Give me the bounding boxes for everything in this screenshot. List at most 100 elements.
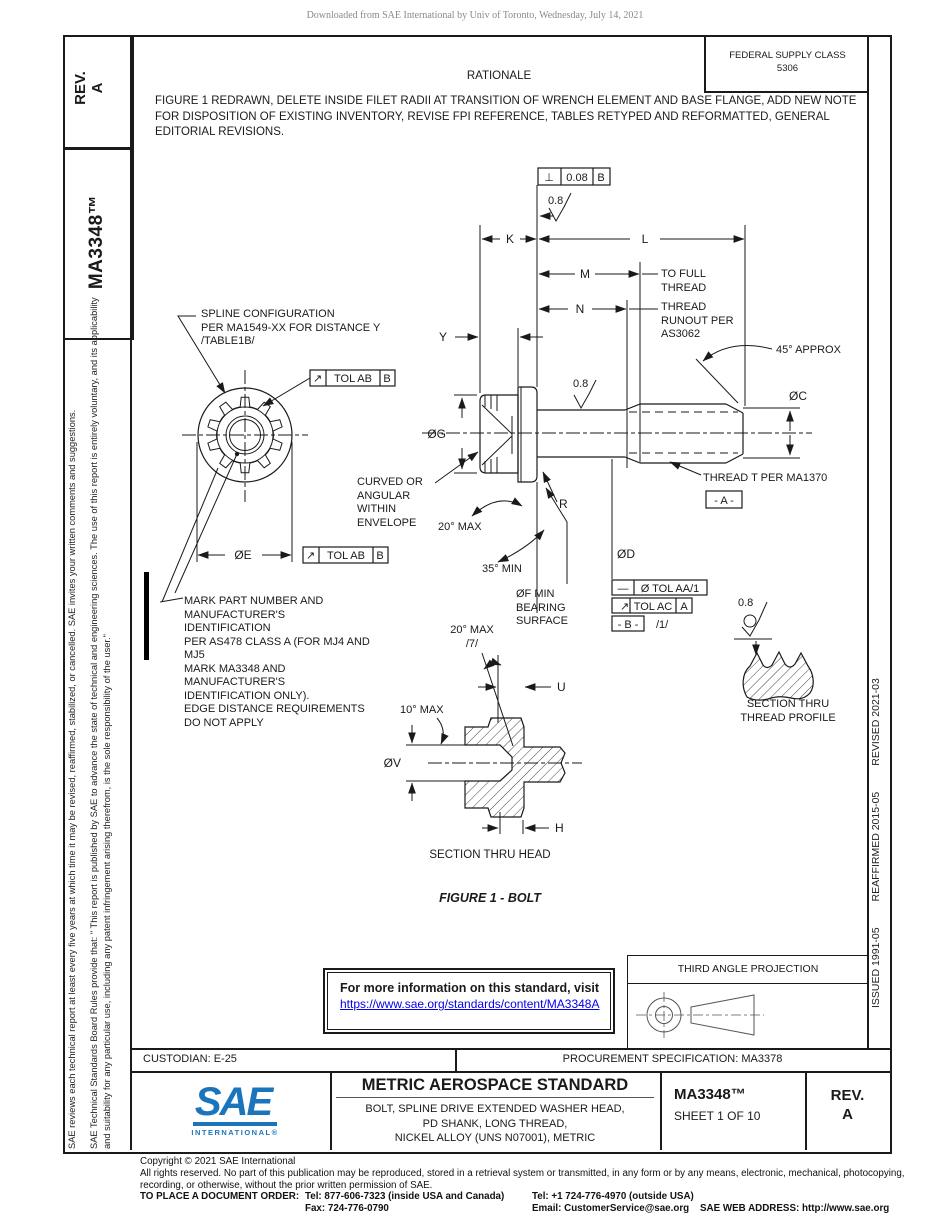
svg-text:20° MAX: 20° MAX bbox=[438, 521, 482, 533]
title-cell: METRIC AEROSPACE STANDARD BOLT, SPLINE D… bbox=[334, 1076, 656, 1146]
row-divider bbox=[130, 1048, 890, 1050]
revision-value: A bbox=[842, 1106, 853, 1123]
perpendicularity-frame: ⊥ 0.08 B bbox=[537, 167, 611, 186]
svg-text:ØE: ØE bbox=[234, 548, 251, 562]
titleblock-divider bbox=[805, 1073, 807, 1150]
custodian-cell: CUSTODIAN: E-25 bbox=[143, 1053, 237, 1065]
sae-logo-subtext: INTERNATIONAL® bbox=[191, 1128, 279, 1137]
fsc-value: 5306 bbox=[776, 63, 799, 74]
svg-text:↗: ↗ bbox=[620, 601, 629, 613]
standard-link[interactable]: https://www.sae.org/standards/content/MA… bbox=[340, 997, 600, 1011]
thread-profile-section: 0.8 bbox=[734, 597, 814, 701]
svg-text:/1/: /1/ bbox=[656, 619, 669, 631]
revision-cell: REV. A bbox=[806, 1086, 889, 1124]
svg-text:L: L bbox=[642, 232, 649, 246]
revision-history-strip: ISSUED 1991-05REAFFIRMED 2015-05REVISED … bbox=[870, 618, 882, 1008]
cell-divider bbox=[455, 1048, 457, 1073]
sae-logo-text: SAE bbox=[192, 1082, 278, 1126]
svg-text:—: — bbox=[618, 583, 629, 595]
titleblock-divider bbox=[660, 1073, 662, 1150]
document-number-cell: MA3348™ SHEET 1 OF 10 bbox=[674, 1086, 799, 1123]
fsc-label: FEDERAL SUPPLY CLASS bbox=[729, 50, 846, 61]
tel-outside: Tel: +1 724-776-4970 (outside USA) bbox=[532, 1191, 694, 1202]
technical-drawing: ↗ TOL AB B ØE ↗ TOL AB B ⊥ 0.08 B bbox=[159, 167, 842, 835]
svg-text:ØG: ØG bbox=[427, 427, 446, 441]
section-head-caption: SECTION THRU HEAD bbox=[429, 849, 551, 861]
document-title: BOLT, SPLINE DRIVE EXTENDED WASHER HEAD,… bbox=[365, 1103, 625, 1144]
third-angle-projection-icon bbox=[636, 992, 764, 1038]
svg-text:- A -: - A - bbox=[714, 495, 734, 507]
bolt-side-view: ⊥ 0.08 B 0.8 K L M N Y bbox=[422, 167, 842, 632]
sheet-number: SHEET 1 OF 10 bbox=[674, 1109, 761, 1123]
svg-text:10° MAX: 10° MAX bbox=[400, 704, 444, 716]
section-thread-caption: SECTION THRU THREAD PROFILE bbox=[740, 698, 836, 724]
tol-frame-straightness: — Ø TOL AA/1 bbox=[611, 579, 708, 596]
bearing-surface-note: ØF MIN BEARING SURFACE bbox=[516, 588, 568, 627]
datum-b-frame: - B - /1/ bbox=[611, 615, 669, 632]
sidebar-disclaimer-1: SAE Technical Standards Board Rules prov… bbox=[89, 297, 112, 1149]
tol-frame-ab-lower: ↗ TOL AB B bbox=[302, 546, 389, 564]
spline-end-view: ↗ TOL AB B ØE ↗ TOL AB B bbox=[159, 315, 396, 603]
titleblock-divider bbox=[330, 1073, 332, 1150]
svg-text:TOL AC: TOL AC bbox=[634, 601, 673, 613]
rev-label: REV. bbox=[72, 71, 89, 105]
svg-text:ØV: ØV bbox=[384, 756, 401, 770]
rationale-text: FIGURE 1 REDRAWN, DELETE INSIDE FILET RA… bbox=[155, 95, 857, 138]
row-divider bbox=[130, 1071, 890, 1073]
svg-text:R: R bbox=[559, 497, 568, 511]
order-label: TO PLACE A DOCUMENT ORDER: bbox=[140, 1191, 300, 1202]
svg-text:Ø TOL AA/1: Ø TOL AA/1 bbox=[641, 583, 700, 595]
svg-text:N: N bbox=[576, 302, 585, 316]
projection-title: THIRD ANGLE PROJECTION bbox=[628, 956, 868, 984]
figure-caption: FIGURE 1 - BOLT bbox=[439, 891, 541, 905]
svg-text:45° APPROX: 45° APPROX bbox=[776, 344, 842, 356]
svg-text:B: B bbox=[376, 550, 383, 562]
svg-text:TOL AB: TOL AB bbox=[327, 550, 365, 562]
rev-value: A bbox=[89, 82, 106, 94]
finish-value-2: 0.8 bbox=[573, 378, 588, 390]
doc-number-box bbox=[63, 148, 134, 340]
finish-value-3: 0.8 bbox=[738, 597, 753, 609]
svg-text:ØD: ØD bbox=[617, 547, 635, 561]
revision-label: REV. bbox=[830, 1087, 865, 1104]
svg-text:35° MIN: 35° MIN bbox=[482, 563, 522, 575]
fax-number: Fax: 724-776-0790 bbox=[305, 1203, 389, 1214]
standard-type: METRIC AEROSPACE STANDARD bbox=[336, 1076, 654, 1098]
email-address: Email: CustomerService@sae.org bbox=[532, 1203, 690, 1214]
tol-frame-ab-upper: ↗ TOL AB B bbox=[309, 369, 396, 387]
third-angle-projection-box: THIRD ANGLE PROJECTION bbox=[627, 955, 869, 1050]
copyright-line: Copyright © 2021 SAE International bbox=[140, 1156, 296, 1167]
svg-text:K: K bbox=[506, 232, 514, 246]
thread-t-note: THREAD T PER MA1370 bbox=[703, 472, 827, 484]
sae-logo: SAE INTERNATIONAL® bbox=[150, 1082, 320, 1137]
rationale-heading: RATIONALE bbox=[466, 70, 532, 82]
svg-text:B: B bbox=[597, 172, 604, 184]
svg-text:↗: ↗ bbox=[306, 550, 315, 562]
download-watermark: Downloaded from SAE International by Uni… bbox=[306, 10, 644, 21]
rev-box-label: REV.A bbox=[72, 38, 106, 138]
svg-text:U: U bbox=[557, 680, 566, 694]
svg-text:0.08: 0.08 bbox=[566, 172, 587, 184]
thread-runout-note: THREAD RUNOUT PER AS3062 bbox=[661, 301, 734, 340]
svg-text:⊥: ⊥ bbox=[544, 172, 554, 184]
issued-date: ISSUED 1991-05 bbox=[870, 927, 882, 1008]
left-column-divider bbox=[130, 35, 132, 1150]
finish-value-1: 0.8 bbox=[548, 195, 563, 207]
marking-note: MARK PART NUMBER AND MANUFACTURER'S IDEN… bbox=[184, 595, 370, 729]
svg-text:M: M bbox=[580, 267, 590, 281]
svg-text:Y: Y bbox=[439, 330, 447, 344]
svg-text:H: H bbox=[555, 821, 564, 835]
svg-text:B: B bbox=[383, 373, 390, 385]
tol-frame-runout: ↗ TOL AC A bbox=[611, 597, 693, 614]
procurement-cell: PROCUREMENT SPECIFICATION: MA3378 bbox=[562, 1053, 783, 1065]
revision-strip-divider bbox=[867, 35, 869, 1048]
sheet-border bbox=[63, 35, 892, 1154]
revised-date: REVISED 2021-03 bbox=[870, 678, 882, 766]
svg-text:ØC: ØC bbox=[789, 389, 807, 403]
more-info-box: For more information on this standard, v… bbox=[323, 968, 615, 1034]
rights-text: All rights reserved. No part of this pub… bbox=[140, 1168, 905, 1191]
revision-change-bar bbox=[144, 572, 149, 660]
federal-supply-class-box: FEDERAL SUPPLY CLASS 5306 bbox=[704, 37, 869, 93]
document-number: MA3348™ bbox=[674, 1086, 746, 1103]
to-full-thread-note: TO FULL THREAD bbox=[661, 268, 707, 294]
